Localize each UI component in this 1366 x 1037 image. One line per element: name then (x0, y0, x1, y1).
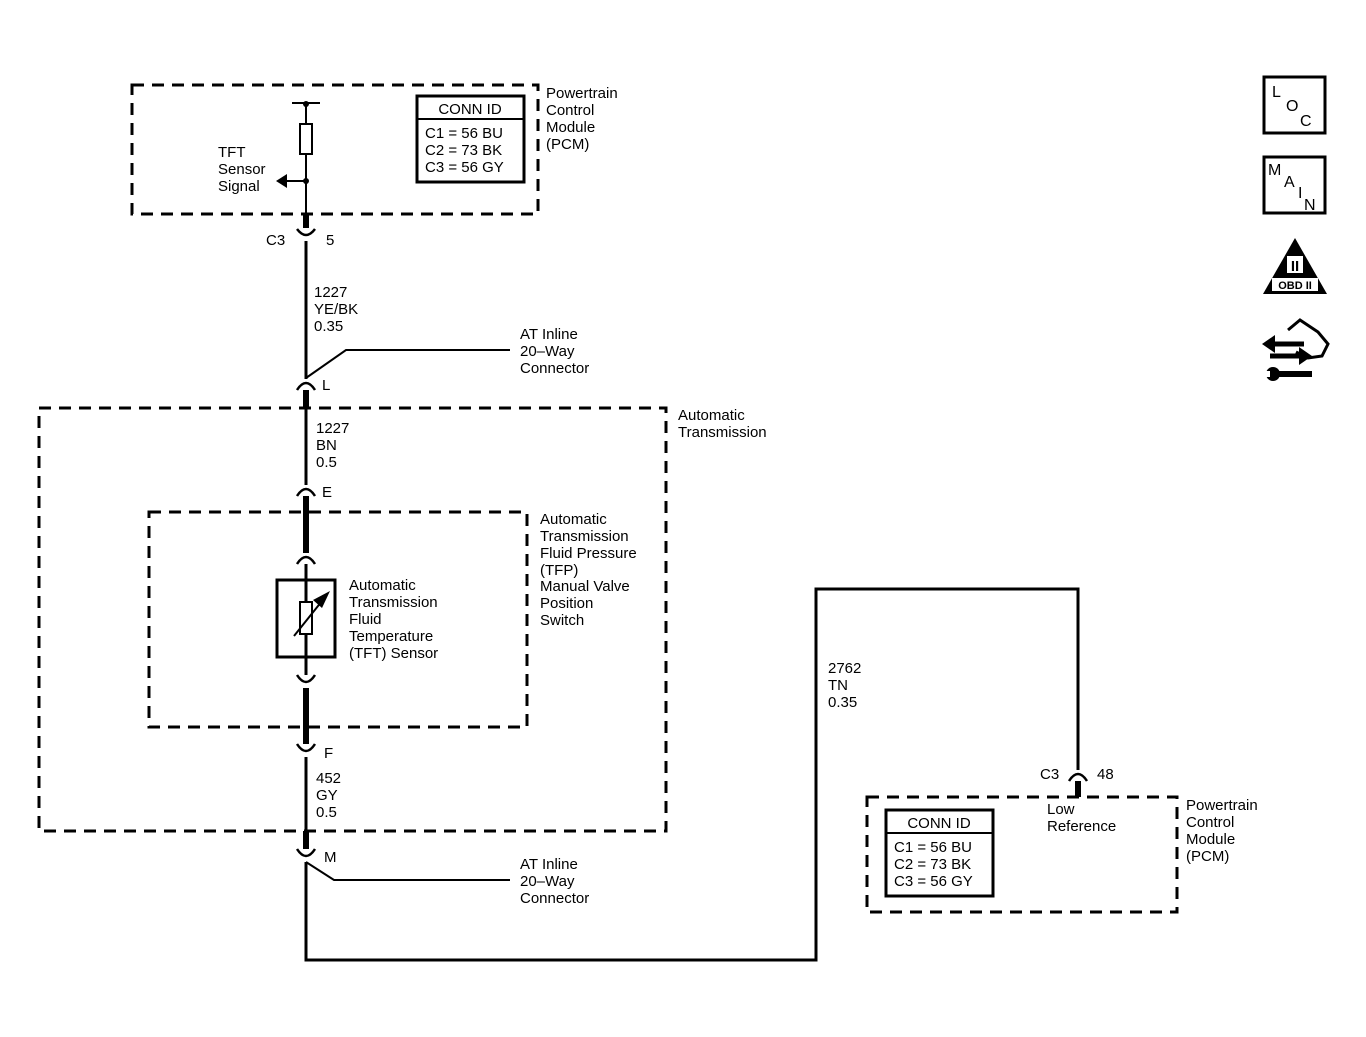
pcm-top-label-3: Module (546, 119, 595, 136)
inline-bottom-label-2: 20–Way (520, 873, 575, 890)
main-icon-letter-n: N (1304, 197, 1316, 214)
inline-top-label-1: AT Inline (520, 326, 578, 343)
tft-sensor-label-4: Temperature (349, 628, 433, 645)
wire-1227-ye-bk-size: 0.35 (314, 318, 343, 335)
tft-sensor-label-2: Transmission (349, 594, 438, 611)
wire-452-color: GY (316, 787, 338, 804)
tft-sensor-label-5: (TFT) Sensor (349, 645, 438, 662)
wire-452-circuit: 452 (316, 770, 341, 787)
tft-sensor-label-3: Fluid (349, 611, 382, 628)
pcm-bottom-label-4: (PCM) (1186, 848, 1229, 865)
tft-signal-label-3: Signal (218, 178, 260, 195)
tfp-label-4: (TFP) (540, 562, 578, 579)
connector-c3-5-right: 5 (326, 232, 334, 249)
wire-2762-size: 0.35 (828, 694, 857, 711)
wire-1227-ye-bk-circuit: 1227 (314, 284, 347, 301)
pcm-top-conn-id-row-1: C1 = 56 BU (425, 125, 503, 142)
pcm-bottom: Low Reference Powertrain Control Module … (865, 795, 1258, 914)
connector-c3-5-left: C3 (266, 232, 285, 249)
connector-c3-48: C3 48 (1040, 766, 1114, 797)
obd-ii-text: OBD II (1278, 280, 1312, 292)
pcm-top-conn-id-row-2: C2 = 73 BK (425, 142, 502, 159)
pcm-bottom-label-1: Powertrain (1186, 797, 1258, 814)
wire-1227-ye-bk: 1227 YE/BK 0.35 (304, 241, 358, 379)
wire-1227-bn-size: 0.5 (316, 454, 337, 471)
pcm-top-label-2: Control (546, 102, 594, 119)
obd-ii-roman: II (1291, 258, 1299, 275)
connector-c3-48-right: 48 (1097, 766, 1114, 783)
tfp-label-2: Transmission (540, 528, 629, 545)
pull-up-resistor (276, 101, 320, 214)
tfp-label-6: Position (540, 595, 593, 612)
wire-2762-tn: 2762 TN 0.35 (304, 587, 1080, 962)
obd-ii-icon[interactable]: II OBD II (1263, 238, 1327, 294)
main-icon-letter-m: M (1268, 162, 1281, 179)
pcm-top-label-4: (PCM) (546, 136, 589, 153)
repair-icon[interactable] (1262, 318, 1330, 381)
pcm-bottom-conn-id-row-1: C1 = 56 BU (894, 839, 972, 856)
inline-top-label-2: 20–Way (520, 343, 575, 360)
inline-bottom-label-3: Connector (520, 890, 589, 907)
wire-1227-ye-bk-color: YE/BK (314, 301, 358, 318)
tft-sensor: Automatic Transmission Fluid Temperature… (275, 512, 438, 727)
wire-1227-bn-circuit: 1227 (316, 420, 349, 437)
loc-icon[interactable]: L O C (1262, 75, 1327, 135)
pcm-bottom-conn-id-header: CONN ID (907, 815, 971, 832)
transmission-label-2: Transmission (678, 424, 767, 441)
wire-452-gy: 452 GY 0.5 (304, 757, 341, 831)
inline-top-label-3: Connector (520, 360, 589, 377)
inline-top-pin: L (322, 377, 330, 394)
main-icon[interactable]: M A I N (1262, 155, 1327, 215)
tfp-label-7: Switch (540, 612, 584, 629)
pin-e-label: E (322, 484, 332, 501)
tft-signal-label-1: TFT (218, 144, 246, 161)
loc-icon-letter-o: O (1286, 98, 1298, 115)
wire-1227-bn-color: BN (316, 437, 337, 454)
transmission-label-1: Automatic (678, 407, 745, 424)
connector-pin-e: E (295, 484, 332, 512)
automatic-transmission: Automatic Transmission (37, 406, 767, 833)
pcm-top: Powertrain Control Module (PCM) CONN ID … (130, 83, 618, 216)
inline-connector-top: L AT Inline 20–Way Connector (295, 326, 589, 408)
tfp-label-5: Manual Valve (540, 578, 630, 595)
pin-f-label: F (324, 745, 333, 762)
transmission-boundary (37, 406, 668, 833)
pcm-bottom-boundary (865, 795, 1179, 914)
pcm-top-label-1: Powertrain (546, 85, 618, 102)
tfp-label-1: Automatic (540, 511, 607, 528)
tft-signal-label-2: Sensor (218, 161, 266, 178)
tfp-label-3: Fluid Pressure (540, 545, 637, 562)
pcm-bottom-conn-id-row-3: C3 = 56 GY (894, 873, 973, 890)
inline-bottom-pin: M (324, 849, 337, 866)
thermistor-icon (299, 601, 313, 635)
main-icon-letter-i: I (1298, 185, 1302, 202)
pcm-bottom-conn-id-row-2: C2 = 73 BK (894, 856, 971, 873)
inline-bottom-label-1: AT Inline (520, 856, 578, 873)
loc-icon-letter-c: C (1300, 113, 1312, 130)
main-icon-letter-a: A (1284, 174, 1295, 191)
low-reference-label-1: Low (1047, 801, 1075, 818)
pcm-bottom-label-2: Control (1186, 814, 1234, 831)
connector-c3-5: C3 5 (266, 214, 334, 249)
pcm-bottom-conn-id-table: CONN ID C1 = 56 BU C2 = 73 BK C3 = 56 GY (884, 808, 995, 898)
pcm-bottom-label-3: Module (1186, 831, 1235, 848)
pcm-top-conn-id-table: CONN ID C1 = 56 BU C2 = 73 BK C3 = 56 GY (415, 94, 526, 184)
inline-connector-bottom: M AT Inline 20–Way Connector (295, 831, 589, 907)
wire-2762-color: TN (828, 677, 848, 694)
pcm-top-conn-id-row-3: C3 = 56 GY (425, 159, 504, 176)
pcm-top-conn-id-header: CONN ID (438, 101, 502, 118)
wire-2762-circuit: 2762 (828, 660, 861, 677)
tfp-boundary (147, 510, 529, 729)
pcm-top-boundary (130, 83, 540, 216)
loc-icon-letter-l: L (1272, 84, 1281, 101)
wire-452-size: 0.5 (316, 804, 337, 821)
tfp-switch-assembly: Automatic Transmission Fluid Pressure (T… (147, 510, 637, 729)
connector-pin-f: F (295, 727, 333, 762)
tft-sensor-label-1: Automatic (349, 577, 416, 594)
low-reference-label-2: Reference (1047, 818, 1116, 835)
wire-1227-bn: 1227 BN 0.5 (304, 408, 349, 485)
connector-c3-48-left: C3 (1040, 766, 1059, 783)
